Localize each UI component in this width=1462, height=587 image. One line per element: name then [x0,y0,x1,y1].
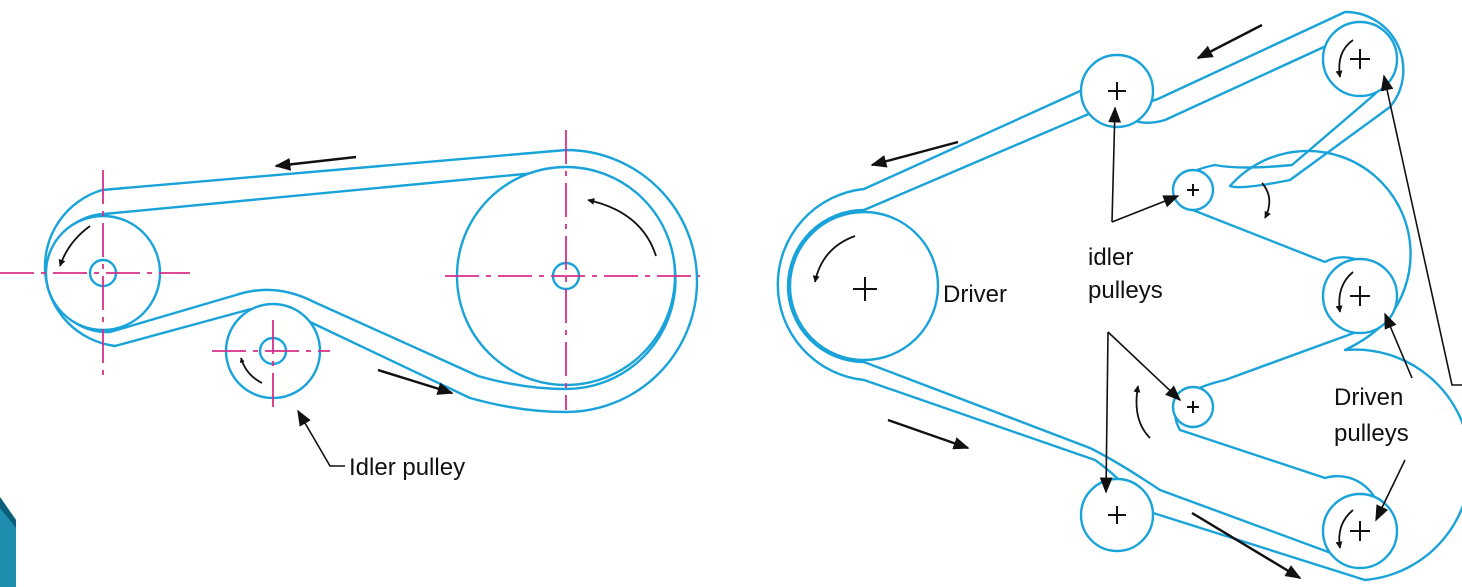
driven-label-leader-middle [1384,312,1413,379]
right-top-belt-arrow-lower [870,140,959,168]
driven-label-leader-bottom [1375,459,1406,522]
idler-label-leader-bottom [1099,331,1113,494]
left-bottom-belt-arrow [377,368,454,395]
right-bottom-belt-arrow-right [1191,511,1302,580]
right-belt-outer [776,10,1462,582]
driven-middle-rotation-arrow [1335,271,1354,313]
left-idler-rotation-arrow [239,357,263,384]
idler-label-leader-lower-small [1107,331,1182,402]
left-centerlines [0,130,700,412]
driven-pulleys-label-line2: pulleys [1334,420,1409,447]
left-small-pulley-rotation-arrow [58,225,91,267]
right-top-belt-arrow-upper [1196,23,1263,60]
driven-top-rotation-arrow [1335,39,1354,78]
upper-belt-segment-rotation-arrow [1261,182,1271,219]
left-large-pulley-rotation-arrow [587,197,657,257]
idler-pulleys-label-line1: idler [1088,244,1133,271]
idler-label-leader-upper-small [1111,195,1180,223]
driver-label: Driver [943,281,1007,308]
idler-pulleys-label-line2: pulleys [1088,277,1163,304]
lower-belt-segment-rotation-arrow [1133,385,1151,439]
idler-label-leader-top [1108,106,1122,223]
slide-accent-shape [0,497,16,587]
right-belt-drive: Driver idler pulleys Driven pulleys [776,10,1462,582]
left-top-belt-arrow [274,155,357,171]
driven-label-leader-top [1380,74,1462,386]
driven-pulleys-label-line1: Driven [1334,384,1403,411]
left-belt-drive: Idler pulley [0,130,700,481]
right-bottom-belt-arrow-left [887,418,970,450]
pulley-center-marks [853,49,1370,541]
left-idler-leader [297,409,345,467]
driver-rotation-arrow [812,235,856,283]
idler-pulley-label: Idler pulley [349,454,465,481]
driven-bottom-rotation-arrow [1335,509,1354,549]
